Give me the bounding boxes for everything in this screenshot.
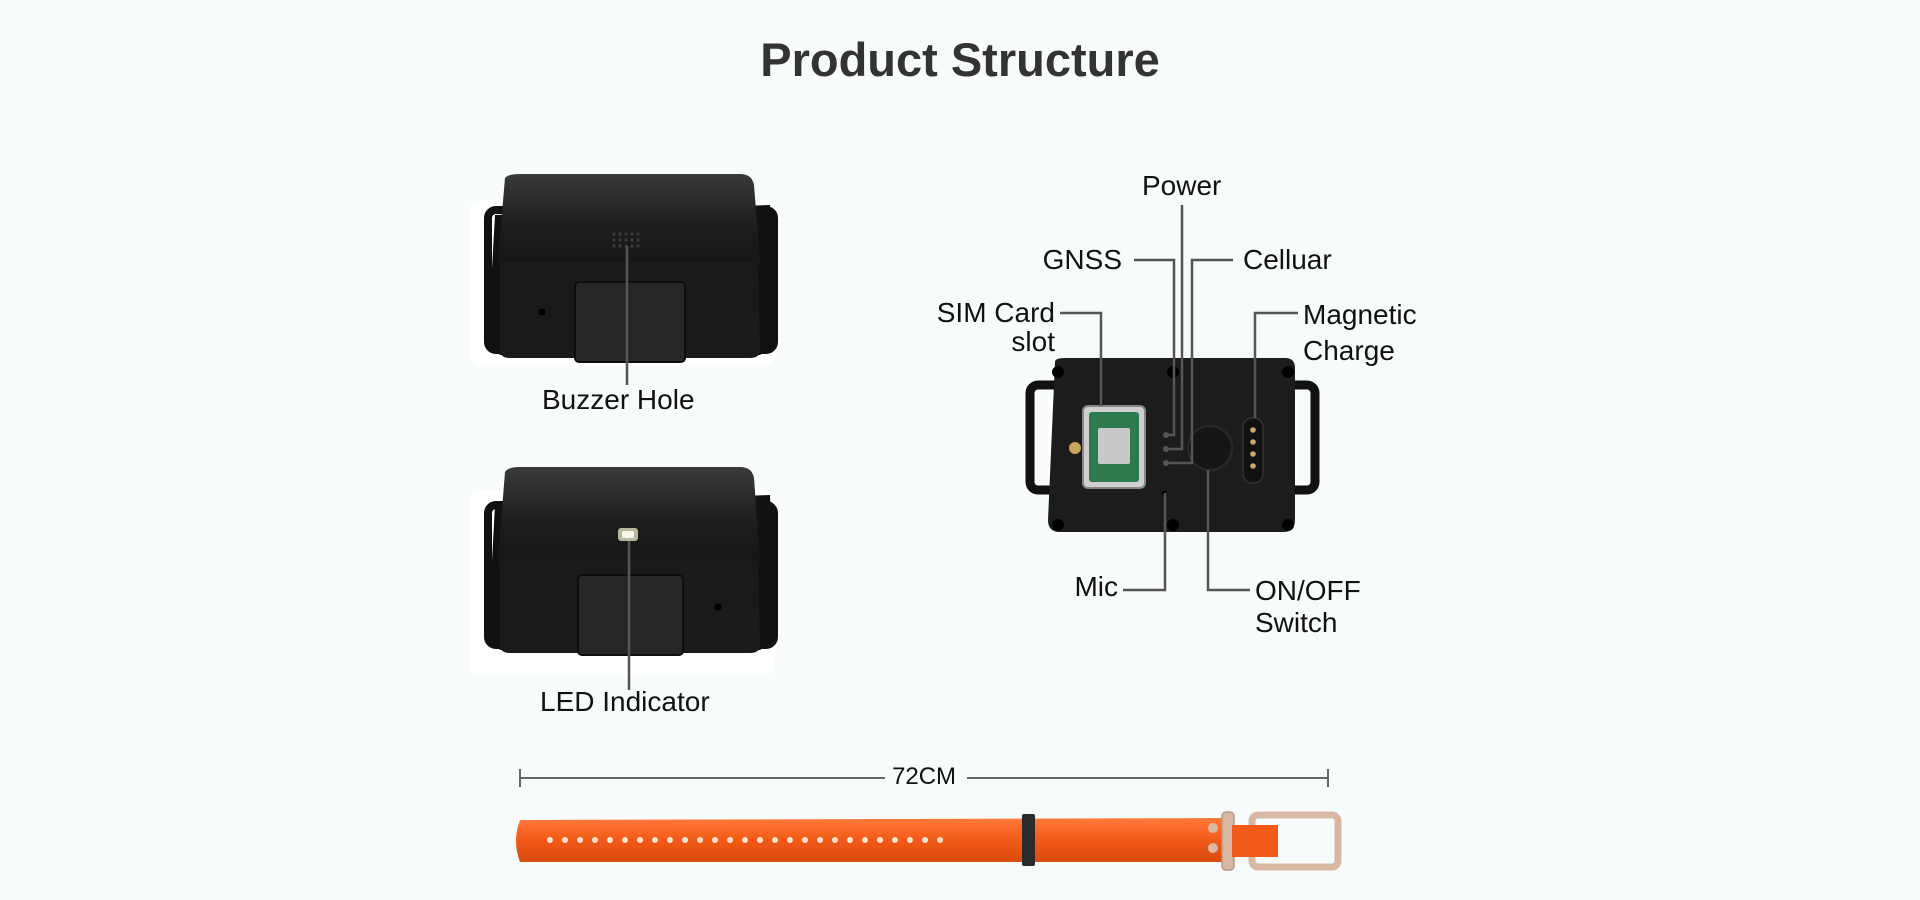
- device-back-view: [1030, 358, 1315, 532]
- device-top-view-led: [470, 467, 775, 690]
- label-onoff-line1: ON/OFF: [1255, 574, 1361, 608]
- label-led-indicator: LED Indicator: [540, 685, 710, 719]
- label-power: Power: [1142, 169, 1221, 203]
- label-buzzer-hole: Buzzer Hole: [542, 383, 695, 417]
- label-celluar: Celluar: [1243, 243, 1332, 277]
- label-magnetic-line2: Charge: [1303, 334, 1395, 368]
- collar-strap: [516, 812, 1338, 870]
- strap-keeper: [1022, 814, 1035, 866]
- label-gnss: GNSS: [1036, 243, 1122, 277]
- label-mic: Mic: [1040, 570, 1118, 604]
- dimension-label: 72CM: [892, 760, 956, 794]
- label-magnetic-line1: Magnetic: [1303, 298, 1417, 332]
- led-light: [622, 531, 634, 538]
- label-sim-card-line2: slot: [900, 325, 1055, 359]
- label-onoff-line2: Switch: [1255, 606, 1337, 640]
- device-top-view-buzzer: [470, 174, 775, 385]
